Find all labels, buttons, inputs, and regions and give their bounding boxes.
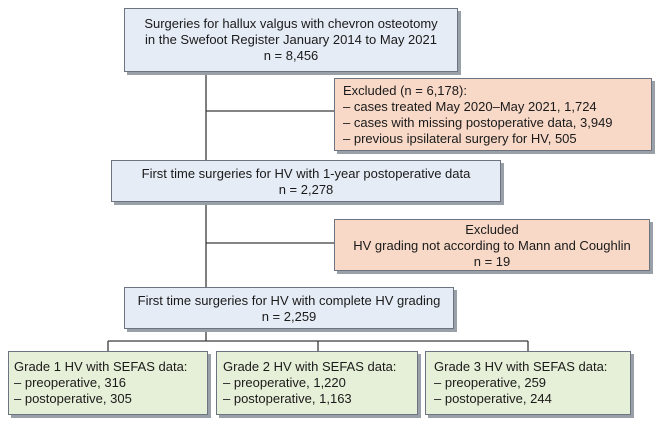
box-grade-3: Grade 3 HV with SEFAS data: – preoperati…: [425, 351, 631, 415]
box-total-surgeries: Surgeries for hallux valgus with chevron…: [124, 8, 458, 72]
grade-3-postoperative: – postoperative, 244: [434, 391, 552, 406]
excluded-first-heading: Excluded (n = 6,178):: [343, 83, 467, 98]
grade-2-preoperative: – preoperative, 1,220: [223, 375, 346, 390]
box-complete-grading-count: n = 2,259: [261, 309, 317, 324]
box-first-time-postop-label: First time surgeries for HV with 1-year …: [141, 166, 471, 181]
excluded-second-reason: HV grading not according to Mann and Cou…: [353, 238, 631, 253]
grade-3-preoperative: – preoperative, 259: [434, 375, 547, 390]
box-total-line-1: Surgeries for hallux valgus with chevron…: [144, 16, 438, 31]
box-first-time-postop-count: n = 2,278: [278, 182, 334, 197]
excluded-first-item-1: – cases treated May 2020–May 2021, 1,724: [343, 99, 597, 114]
excluded-second-count: n = 19: [473, 254, 511, 269]
box-excluded-first: Excluded (n = 6,178): – cases treated Ma…: [334, 78, 652, 151]
box-complete-grading: First time surgeries for HV with complet…: [124, 287, 454, 329]
box-grade-1: Grade 1 HV with SEFAS data: – preoperati…: [8, 351, 208, 415]
excluded-first-item-2: – cases with missing postoperative data,…: [343, 115, 613, 130]
grade-2-postoperative: – postoperative, 1,163: [223, 391, 352, 406]
excluded-first-item-3: – previous ipsilateral surgery for HV, 5…: [343, 131, 577, 146]
box-first-time-postop: First time surgeries for HV with 1-year …: [111, 160, 501, 202]
grade-1-postoperative: – postoperative, 305: [14, 391, 132, 406]
box-grade-2: Grade 2 HV with SEFAS data: – preoperati…: [216, 351, 418, 415]
box-complete-grading-label: First time surgeries for HV with complet…: [137, 293, 441, 308]
excluded-second-heading: Excluded: [465, 222, 519, 237]
grade-1-preoperative: – preoperative, 316: [14, 375, 127, 390]
box-total-line-2: in the Swefoot Register January 2014 to …: [145, 32, 437, 47]
grade-1-heading: Grade 1 HV with SEFAS data:: [14, 359, 188, 374]
grade-2-heading: Grade 2 HV with SEFAS data:: [223, 359, 397, 374]
box-total-count: n = 8,456: [263, 48, 319, 63]
box-excluded-second: Excluded HV grading not according to Man…: [334, 219, 650, 271]
grade-3-heading: Grade 3 HV with SEFAS data:: [434, 359, 608, 374]
